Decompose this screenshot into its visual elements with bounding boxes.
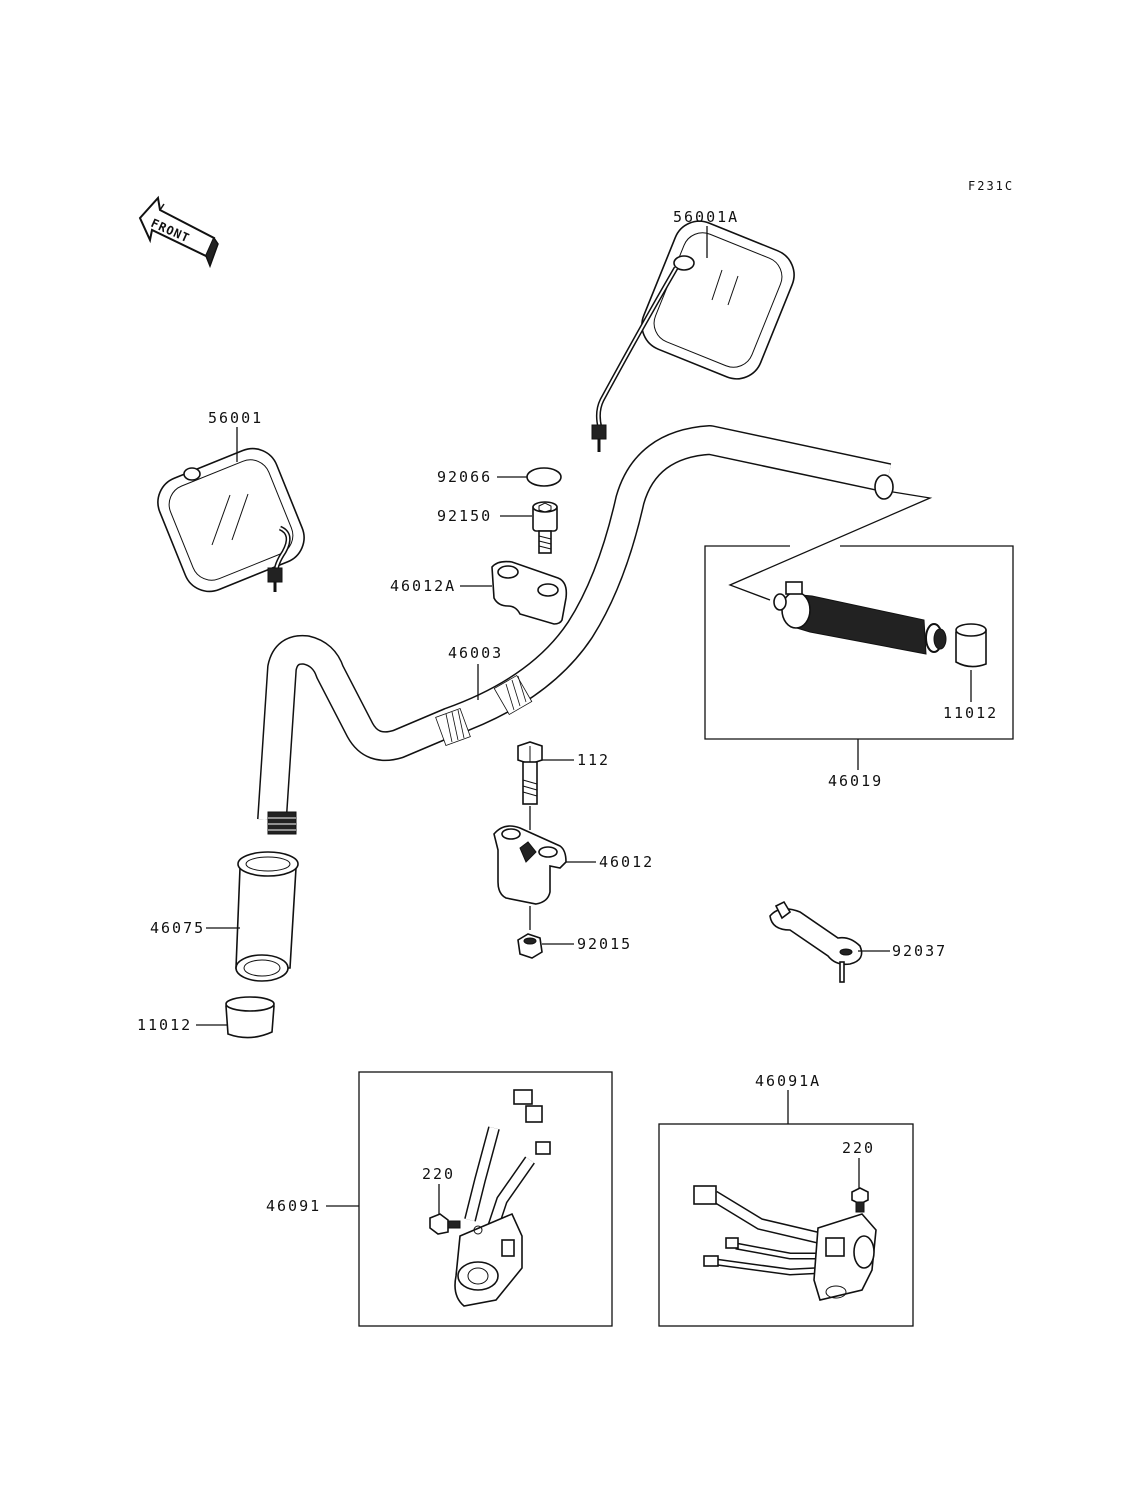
label-mirror-left: 56001 bbox=[208, 409, 263, 427]
label-holder-upper: 46012A bbox=[390, 577, 456, 595]
handlebar-46003 bbox=[257, 425, 894, 835]
label-holder-lower: 46012 bbox=[599, 853, 654, 871]
label-grip-assy: 46019 bbox=[828, 772, 883, 790]
label-end-cap-inset: 11012 bbox=[943, 704, 998, 722]
screw-left-220 bbox=[429, 1213, 461, 1235]
wrench-92037 bbox=[769, 900, 863, 983]
switch-left-46091 bbox=[454, 1089, 551, 1307]
switch-left-inset bbox=[358, 1071, 613, 1327]
end-cap-left-11012 bbox=[225, 996, 275, 1039]
label-cap: 92066 bbox=[437, 468, 492, 486]
front-arrow-icon: FRONT bbox=[138, 195, 219, 269]
label-wrench: 92037 bbox=[892, 942, 947, 960]
holder-lower-46012 bbox=[493, 825, 567, 905]
label-mirror-right: 56001A bbox=[673, 208, 739, 226]
cap-92066 bbox=[526, 467, 562, 487]
switch-right-inset bbox=[658, 1123, 914, 1327]
holder-upper-46012A bbox=[491, 560, 568, 625]
figure-code: F231C bbox=[968, 179, 1014, 193]
grip-left-46075 bbox=[235, 851, 299, 982]
mirror-left bbox=[157, 447, 305, 593]
screw-right-220 bbox=[851, 1187, 869, 1213]
label-end-cap-left: 11012 bbox=[137, 1016, 192, 1034]
bolt-112 bbox=[517, 741, 543, 805]
label-nut: 92015 bbox=[577, 935, 632, 953]
label-bolt-lower: 112 bbox=[577, 751, 610, 769]
bolt-92150 bbox=[532, 501, 558, 554]
mirror-right bbox=[591, 220, 795, 452]
label-switch-left: 46091 bbox=[266, 1197, 321, 1215]
label-switch-right: 46091A bbox=[755, 1072, 821, 1090]
grip-assembly-inset bbox=[704, 491, 1014, 740]
switch-right-46091A bbox=[693, 1185, 877, 1301]
label-grip-left: 46075 bbox=[150, 919, 205, 937]
label-screw-left: 220 bbox=[422, 1165, 455, 1183]
label-screw-right: 220 bbox=[842, 1139, 875, 1157]
label-bolt-upper: 92150 bbox=[437, 507, 492, 525]
label-handlebar: 46003 bbox=[448, 644, 503, 662]
nut-92015 bbox=[517, 933, 543, 959]
